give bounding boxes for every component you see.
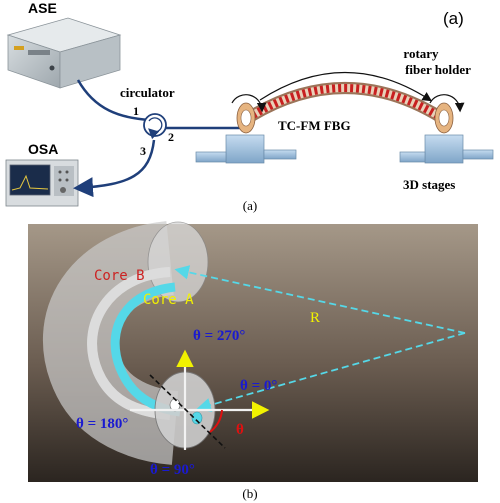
angle-0-label: θ = 0° <box>240 378 277 394</box>
theta-label: θ <box>236 422 244 438</box>
left-holder <box>231 94 267 134</box>
radius-label: R <box>310 310 320 326</box>
core-b-label: Core B <box>94 268 145 284</box>
holder-label-line1: rotary <box>403 46 439 61</box>
stage-left <box>195 134 297 164</box>
panel-a-tag: (a) <box>443 9 464 28</box>
theta-arc <box>209 409 223 433</box>
panel-a: ASE OSA circulator 1 2 3 <box>5 0 494 213</box>
fiber-circulator-to-osa <box>73 139 156 198</box>
angle-180-label: θ = 180° <box>76 416 128 432</box>
core-line <box>149 374 226 449</box>
fbg-fiber <box>244 71 446 124</box>
radius-line-top <box>174 265 466 334</box>
stage-right <box>399 134 494 164</box>
right-holder <box>429 94 465 134</box>
bent-fiber-tube <box>43 221 216 465</box>
ase-source <box>6 17 122 89</box>
circulator <box>143 113 167 140</box>
port-2-label: 2 <box>168 130 174 144</box>
stages-label: 3D stages <box>403 177 455 192</box>
core-a-label: Core A <box>143 292 194 308</box>
holder-label-line2: fiber holder <box>405 62 471 77</box>
ase-label: ASE <box>28 0 57 16</box>
port-1-label: 1 <box>133 104 139 118</box>
grating-label: TC-FM FBG <box>278 118 351 133</box>
fiber-ase-to-circulator <box>76 79 151 122</box>
osa-analyzer <box>5 159 79 207</box>
angle-90-label: θ = 90° <box>150 462 195 478</box>
osa-label: OSA <box>28 141 58 157</box>
angle-270-label: θ = 270° <box>193 328 245 344</box>
circulator-label: circulator <box>120 85 175 100</box>
radius-line-bottom <box>196 332 466 412</box>
panel-b: Core B Core A R θ = 270° θ = 0° θ = 180°… <box>28 221 478 501</box>
port-3-label: 3 <box>140 144 146 158</box>
panel-a-caption: (a) <box>243 198 257 213</box>
panel-b-caption: (b) <box>242 486 257 501</box>
